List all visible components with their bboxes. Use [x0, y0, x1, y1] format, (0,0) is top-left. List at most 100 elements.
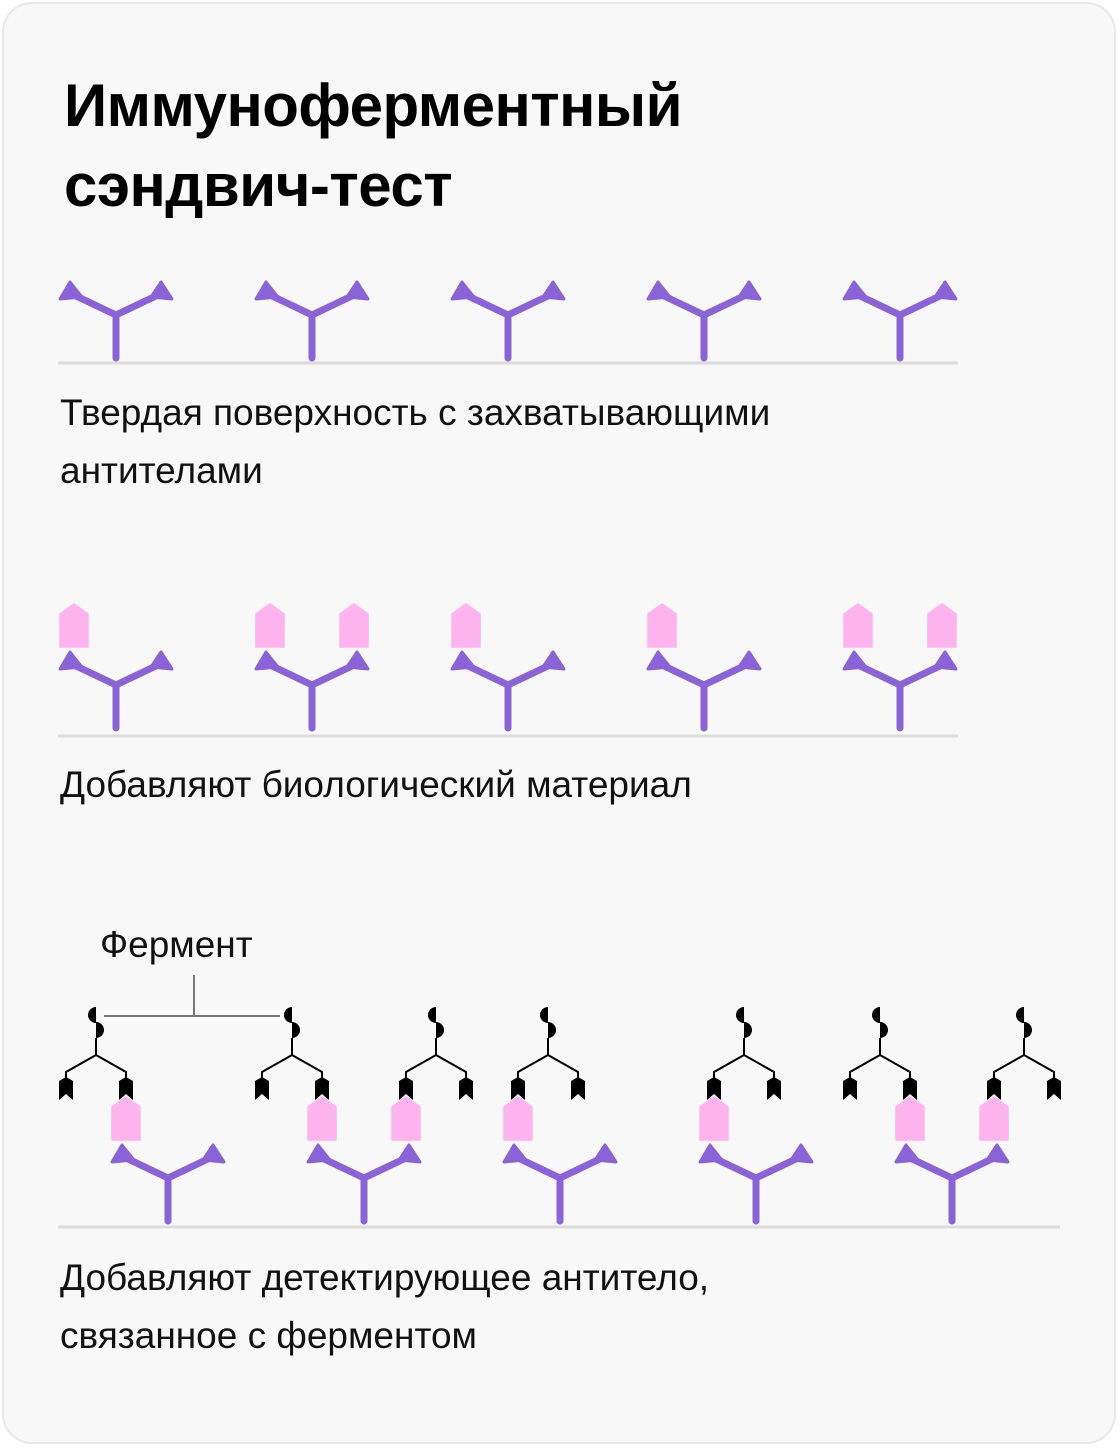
capture-antibody [646, 280, 762, 362]
detector-antibody [707, 1007, 781, 1100]
detector-binding-site [767, 1077, 781, 1100]
enzyme-icon [292, 1022, 300, 1038]
capture-antibody [842, 650, 958, 732]
detector-body [405, 1038, 467, 1078]
binding-site-left [306, 1143, 332, 1164]
step-1-caption: Твердая поверхность с захватывающими ант… [60, 384, 770, 500]
enzyme-icon [744, 1022, 752, 1038]
binding-site-left [894, 1143, 920, 1164]
antigen [843, 603, 873, 648]
enzyme-icon [880, 1022, 888, 1038]
antigen [391, 1096, 421, 1141]
detector-binding-site [511, 1077, 525, 1100]
caption-line: Добавляют биологический материал [60, 764, 692, 805]
capture-antibody [254, 280, 370, 362]
detector-binding-site [571, 1077, 585, 1100]
enzyme-icon [284, 1007, 292, 1023]
binding-site-left [646, 280, 672, 301]
binding-site-left [58, 280, 84, 301]
antigen [307, 1096, 337, 1141]
antigen [647, 603, 677, 648]
enzyme-icon [872, 1007, 880, 1023]
enzyme-icon [1016, 1007, 1024, 1023]
detector-antibody [255, 1007, 329, 1100]
enzyme-label: Фермент [100, 924, 253, 965]
capture-antibody [306, 1143, 422, 1225]
detector-body [849, 1038, 911, 1078]
detector-binding-site [903, 1077, 917, 1100]
binding-site-right [397, 1143, 422, 1164]
detector-body [65, 1038, 127, 1078]
antibody-body [906, 1154, 998, 1225]
binding-site-right [345, 280, 370, 301]
detector-binding-site [315, 1077, 329, 1100]
caption-line: Добавляют детектирующее антитело, [60, 1257, 710, 1298]
capture-antibody [58, 650, 174, 732]
capture-antibody [450, 280, 566, 362]
antibody-body [318, 1154, 410, 1225]
antigen [451, 603, 481, 648]
enzyme-icon [96, 1022, 104, 1038]
detector-antibody [59, 1007, 133, 1100]
caption-line: связанное с ферментом [60, 1315, 477, 1356]
antibody-body [70, 661, 162, 732]
antibody-body [658, 291, 750, 362]
binding-site-right [345, 650, 370, 671]
title-line-2: сэндвич-тест [64, 152, 453, 219]
antibody-body [854, 291, 946, 362]
detector-binding-site [255, 1077, 269, 1100]
antibody-body [710, 1154, 802, 1225]
antigen [111, 1096, 141, 1141]
binding-site-right [933, 280, 958, 301]
step-3-caption: Добавляют детектирующее антитело, связан… [60, 1249, 709, 1365]
antigen [979, 1096, 1009, 1141]
detector-antibody [511, 1007, 585, 1100]
capture-antibody [450, 650, 566, 732]
binding-site-left [254, 650, 280, 671]
binding-site-right [149, 650, 174, 671]
binding-site-left [842, 650, 868, 671]
binding-site-left [842, 280, 868, 301]
detector-antibody [987, 1007, 1061, 1100]
antibody-body [462, 661, 554, 732]
detector-binding-site [987, 1077, 1001, 1100]
antigen [59, 603, 89, 648]
binding-site-left [58, 650, 84, 671]
title-line-1: Иммуноферментный [64, 72, 683, 139]
antigen [699, 1096, 729, 1141]
capture-antibody [842, 280, 958, 362]
enzyme-icon [428, 1007, 436, 1023]
detector-binding-site [843, 1077, 857, 1100]
enzyme-icon [736, 1007, 744, 1023]
binding-site-right [737, 650, 762, 671]
binding-site-right [541, 650, 566, 671]
caption-line: антителами [60, 450, 263, 491]
binding-site-right [737, 280, 762, 301]
detector-binding-site [399, 1077, 413, 1100]
antibody-body [266, 291, 358, 362]
antibody-body [462, 291, 554, 362]
binding-site-right [149, 280, 174, 301]
detector-binding-site [119, 1077, 133, 1100]
binding-site-left [254, 280, 280, 301]
antigen [927, 603, 957, 648]
enzyme-icon [436, 1022, 444, 1038]
detector-body [261, 1038, 323, 1078]
binding-site-left [646, 650, 672, 671]
detector-body [517, 1038, 579, 1078]
antigen [339, 603, 369, 648]
detector-binding-site [707, 1077, 721, 1100]
page-title: Иммуноферментный сэндвич-тест [64, 66, 683, 226]
antibody-body [266, 661, 358, 732]
binding-site-left [450, 280, 476, 301]
binding-site-left [502, 1143, 528, 1164]
capture-antibody [894, 1143, 1010, 1225]
capture-antibody [110, 1143, 226, 1225]
detector-body [993, 1038, 1055, 1078]
enzyme-icon [88, 1007, 96, 1023]
binding-site-left [450, 650, 476, 671]
enzyme-icon [548, 1022, 556, 1038]
binding-site-right [933, 650, 958, 671]
detector-antibody [399, 1007, 473, 1100]
